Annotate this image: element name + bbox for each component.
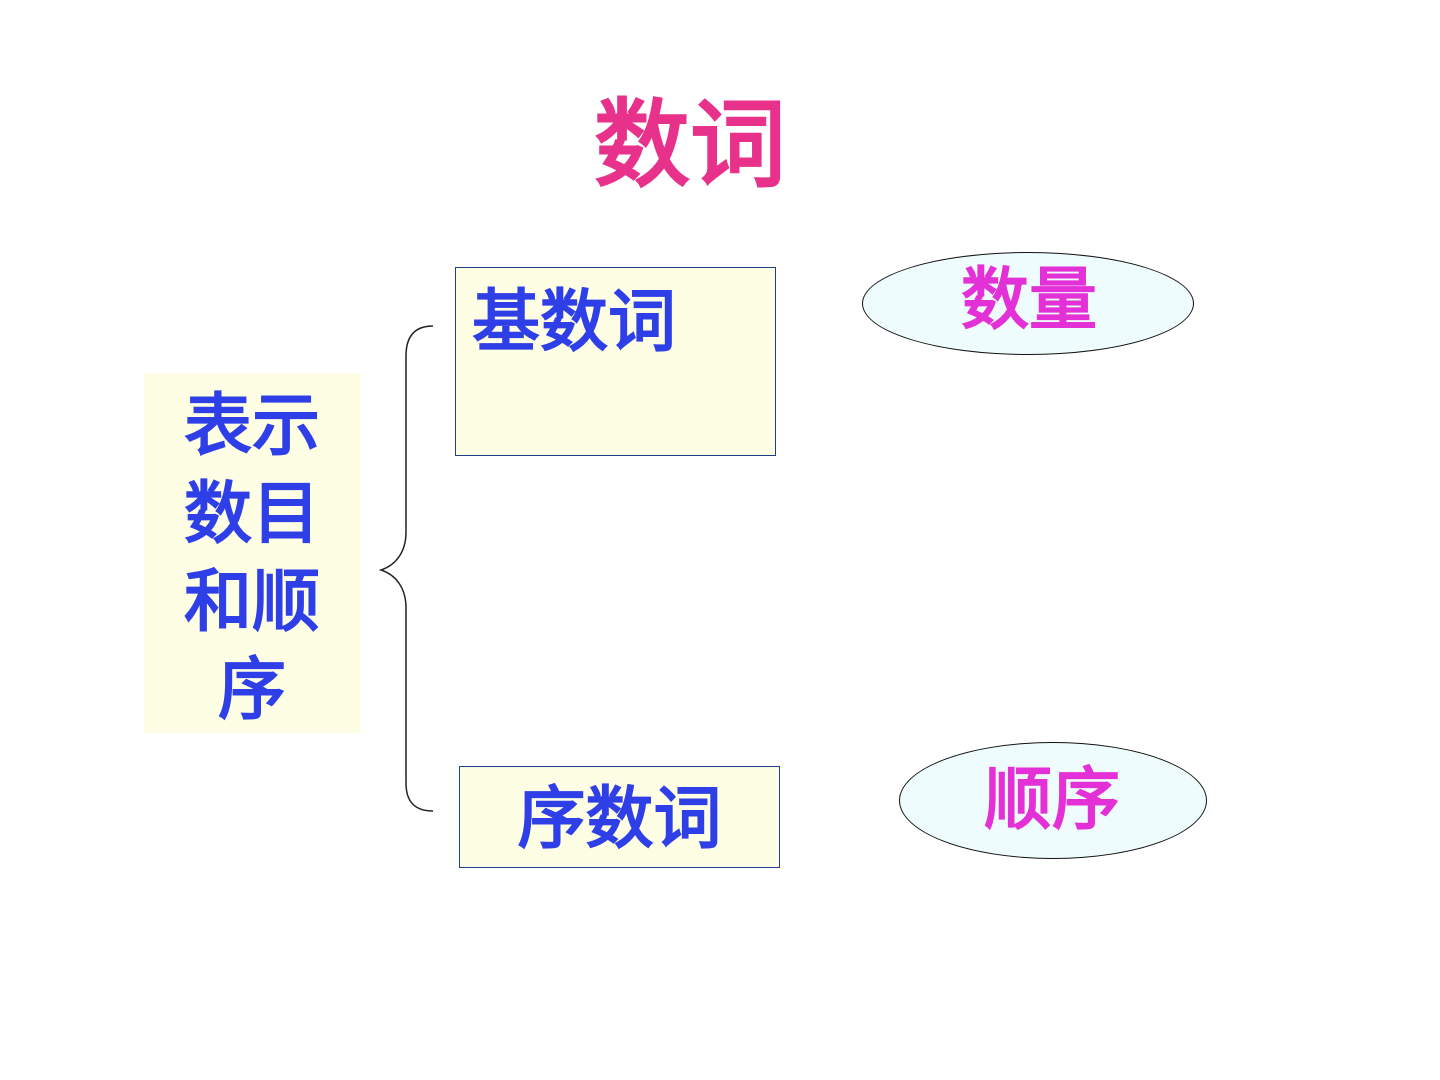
order-label: 顺序 [983, 761, 1120, 840]
ordinal-number-box: 序数词 [459, 766, 780, 868]
definition-text: 表示数目和顺序 [183, 387, 320, 730]
order-ellipse: 顺序 [899, 742, 1207, 859]
definition-box [144, 373, 360, 733]
ordinal-number-label: 序数词 [517, 780, 722, 859]
quantity-label: 数量 [960, 261, 1097, 340]
cardinal-number-label: 基数词 [472, 283, 677, 362]
quantity-ellipse: 数量 [862, 252, 1194, 355]
page-title: 数词 [594, 89, 786, 201]
cardinal-number-box: 基数词 [455, 267, 776, 456]
